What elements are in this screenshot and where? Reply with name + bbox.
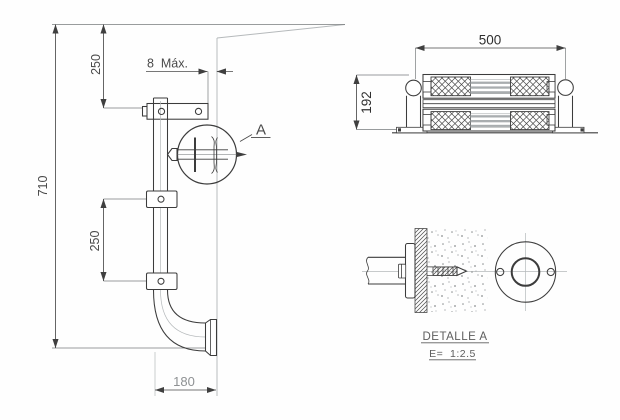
- clamp-lower-bolt: [157, 277, 165, 285]
- tread-pad-crosshatch: [510, 76, 550, 97]
- anchor-bolt-shaft: [177, 149, 228, 160]
- anchor-tip: [236, 151, 247, 158]
- detail-scale: E= 1:2.5: [429, 348, 476, 360]
- clamp-upper-bolt: [157, 195, 165, 203]
- base-foot-right: [552, 126, 585, 134]
- dim-8max-label: 8 Máx.: [147, 57, 188, 71]
- anchor-sleeve-segments: [437, 266, 454, 276]
- tread-pad-ribbed: [470, 113, 511, 128]
- rung-upper-tab-left: [422, 81, 432, 93]
- rung-lower-tab-left: [422, 114, 432, 126]
- front-extension-lines: [356, 48, 566, 130]
- anchor-bolt-head: [166, 147, 178, 162]
- base-anchor-left: [398, 128, 401, 132]
- tread-pad-crosshatch: [430, 76, 471, 97]
- tread-pad-ribbed: [470, 79, 511, 94]
- detail-flange-plate: [404, 242, 416, 299]
- detail-a-leader: [239, 134, 253, 142]
- bracket-anchor-hole: [194, 107, 203, 116]
- bracket-bolt-hole: [157, 107, 166, 116]
- front-posts: [405, 95, 574, 128]
- detail-tube: [368, 256, 406, 285]
- tube-break-line: [366, 257, 370, 285]
- tube-curve-centerline: [160, 289, 206, 338]
- dim-500-label: 500: [479, 33, 502, 48]
- clamp-lower: [145, 272, 178, 291]
- detail-title: DETALLE A: [422, 331, 487, 343]
- post-cap-right: [557, 79, 574, 96]
- detail-a-marker-label: A: [256, 122, 266, 139]
- tread-pad-crosshatch: [510, 111, 550, 131]
- clamp-upper: [145, 190, 178, 209]
- flange-tube-bore: [510, 257, 541, 287]
- anchor-cone-tip: [456, 266, 468, 277]
- detail-nut: [398, 263, 407, 279]
- flange-outer-circle: [494, 241, 557, 303]
- base-anchor-right: [580, 128, 584, 132]
- dim-250-top-label: 250: [89, 54, 103, 75]
- dim-710-label: 710: [36, 176, 50, 197]
- tread-pad-crosshatch: [430, 111, 471, 131]
- dim-250-mid-label: 250: [88, 231, 102, 252]
- wall-top-edge-line: [216, 24, 346, 39]
- base-foot-left: [396, 126, 428, 134]
- dim-180-label: 180: [173, 374, 195, 389]
- bracket-plate: [146, 102, 209, 120]
- side-elevation-view: 710 250 250 8 Máx. 180 A: [36, 24, 346, 396]
- front-view: 500 192: [353, 33, 598, 134]
- wall-hatch-section: [414, 228, 428, 313]
- end-flange-lines: [205, 319, 211, 356]
- tube-curve: [152, 289, 206, 352]
- detail-a-view: DETALLE A E= 1:2.5: [362, 228, 567, 361]
- end-flange: [204, 318, 218, 357]
- anchor-washer-section: [211, 136, 218, 174]
- dim-192-label: 192: [359, 91, 374, 114]
- flange-bolt-hole-right: [546, 267, 555, 277]
- flange-bolt-hole-left: [496, 267, 505, 277]
- post-cap-left: [405, 79, 422, 97]
